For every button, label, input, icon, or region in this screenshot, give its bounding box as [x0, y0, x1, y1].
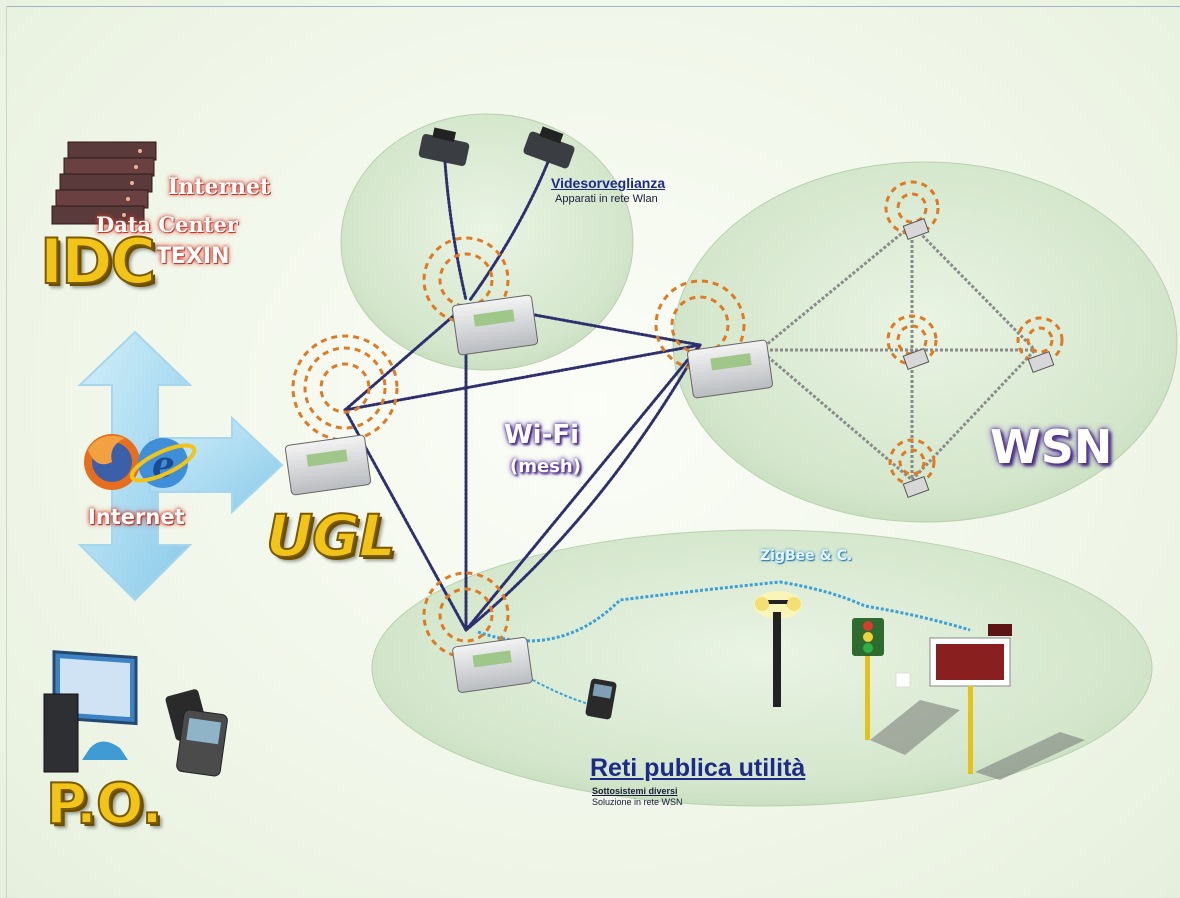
internet-label: Internet [88, 505, 185, 529]
browser-logos-icon: e [84, 434, 197, 490]
wsn-label: WSN [990, 420, 1113, 474]
ugl-label: UGL [265, 501, 397, 571]
camera-icon-left [418, 127, 470, 166]
computer-and-phone-icon [43, 650, 228, 777]
wifi-subtitle: (mesh) [510, 456, 581, 477]
idc-internet-label: Internet [168, 174, 271, 200]
router-icon-wsn [687, 339, 773, 399]
videosorveglianza-bubble [340, 113, 634, 371]
frame-top-border [6, 6, 1180, 7]
wsn-sensor-nodes [902, 218, 1055, 498]
po-label: P.O. [45, 771, 164, 838]
wifi-title: Wi-Fi [504, 420, 580, 450]
reti-title: Reti publica utilità [590, 754, 806, 782]
zigbee-cable [477, 580, 971, 643]
videosorveglianza-title: Videsorveglianza [551, 175, 666, 191]
router-icon-ugl [284, 434, 372, 496]
zigbee-label: ZigBee & C. [760, 548, 853, 564]
traffic-light-icon [852, 618, 960, 755]
router-icon-video [451, 294, 539, 356]
videosorveglianza-subtitle: Apparati in rete Wlan [555, 193, 658, 205]
message-board-icon [895, 624, 1085, 780]
idc-logo-label: IDC [39, 224, 157, 299]
mobile-phone-icon [585, 678, 617, 720]
mesh-cables [343, 160, 702, 632]
reti-subtitle-1: Sottosistemi diversi [592, 786, 678, 796]
router-icon-reti [452, 636, 533, 693]
reti-subtitle-2: Soluzione in rete WSN [592, 797, 683, 807]
frame-left-border [6, 6, 7, 898]
reti-bubble [371, 529, 1153, 807]
server-rack-icon [51, 141, 157, 225]
camera-icon-right [523, 126, 575, 169]
street-lamp-icon [754, 591, 802, 707]
idc-texin-label: TEXIN [156, 244, 230, 269]
idc-datacenter-label: Data Center [96, 212, 238, 237]
